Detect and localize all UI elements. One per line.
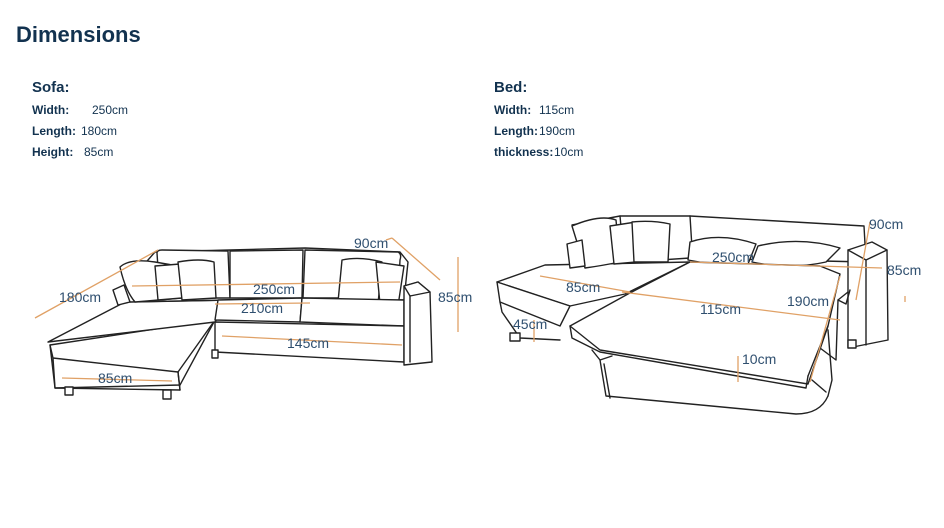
bed-thickness-label: thickness: bbox=[494, 145, 554, 159]
sofa-spec-panel: Sofa: Width: 250cm Length: 180cm Height: 85… bbox=[32, 79, 128, 163]
bed-mattress-width-dimension-label: 115cm bbox=[700, 301, 741, 317]
bed-mattress-length-dimension-label: 190cm bbox=[787, 293, 829, 309]
bed-seat-height-dimension-label: 45cm bbox=[513, 316, 547, 332]
sofa-width-label: Width: bbox=[32, 103, 70, 117]
sofa-width-row: Width: 250cm bbox=[32, 100, 128, 121]
bed-length-row: Length:190cm bbox=[494, 121, 583, 142]
sofa-length-row: Length: 180cm bbox=[32, 121, 128, 142]
sofa-length-dimension-label: 180cm bbox=[59, 289, 101, 305]
bed-illustration: 90cm 250cm 85cm 85cm 45cm 115cm 190cm 10… bbox=[496, 215, 921, 415]
bed-width-dimension-label: 250cm bbox=[712, 249, 754, 265]
bed-heading: Bed: bbox=[494, 79, 528, 96]
bed-width-label: Width: bbox=[494, 103, 532, 117]
sofa-height-row: Height: 85cm bbox=[32, 142, 128, 163]
bed-chaise-dimension-label: 85cm bbox=[566, 279, 600, 295]
sofa-height-value: 85cm bbox=[84, 145, 114, 159]
bed-width-value: 115cm bbox=[539, 103, 575, 117]
bed-thickness-row: thickness:10cm bbox=[494, 142, 583, 163]
bed-height-dimension-label: 85cm bbox=[887, 262, 921, 278]
bed-thickness-dimension-label: 10cm bbox=[742, 351, 776, 367]
bed-spec-panel: Bed: Width: 115cm Length:190cm thickness:… bbox=[494, 79, 583, 163]
sofa-depth-dimension-label: 90cm bbox=[354, 235, 388, 251]
sofa-height-dimension-label: 85cm bbox=[438, 289, 472, 305]
sofa-width-value: 250cm bbox=[92, 103, 129, 117]
bed-width-row: Width: 115cm bbox=[494, 100, 583, 121]
sofa-seat-width-dimension-label: 145cm bbox=[287, 335, 329, 351]
sofa-length-value: 180cm bbox=[81, 124, 118, 138]
sofa-chaise-width-dimension-label: 85cm bbox=[98, 370, 132, 386]
sofa-illustration: 90cm 250cm 210cm 180cm 85cm 145cm 85cm bbox=[34, 235, 472, 400]
sofa-heading: Sofa: bbox=[32, 79, 70, 96]
sofa-length-label: Length: bbox=[32, 124, 76, 138]
sofa-width-dimension-label: 250cm bbox=[253, 281, 295, 297]
bed-thickness-value: 10cm bbox=[554, 145, 584, 159]
bed-depth-dimension-label: 90cm bbox=[869, 216, 903, 232]
page-title: Dimensions bbox=[16, 22, 141, 47]
bed-length-label: Length: bbox=[494, 124, 538, 138]
sofa-inner-width-dimension-label: 210cm bbox=[241, 300, 283, 316]
sofa-height-label: Height: bbox=[32, 145, 74, 159]
bed-length-value: 190cm bbox=[539, 124, 576, 138]
